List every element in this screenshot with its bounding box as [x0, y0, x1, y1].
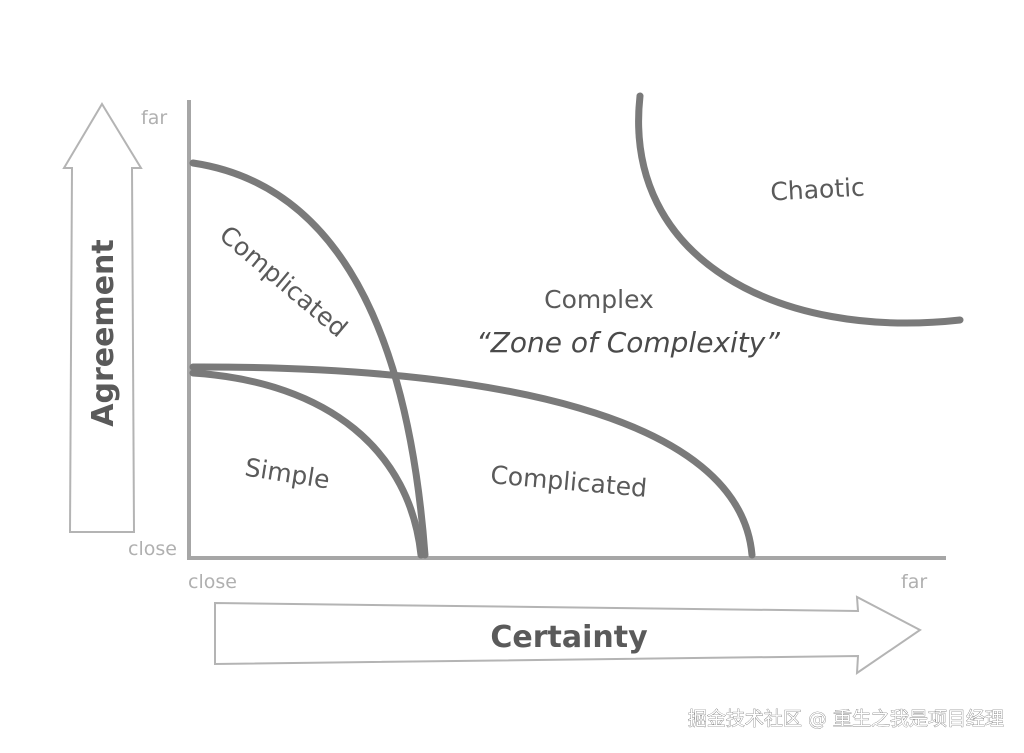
zone-label-complicated-lower: Complicated [489, 460, 648, 503]
certainty-axis-title: Certainty [490, 620, 648, 655]
y-axis-bottom-label: close [128, 538, 177, 560]
zone-label-chaotic: Chaotic [770, 173, 866, 207]
chaotic-boundary-curve [635, 92, 964, 327]
certainty-arrow [214, 595, 922, 675]
complicated-vertical-curve [189, 159, 429, 559]
zone-label-complex: Complex [544, 285, 654, 314]
simple-boundary-curve [189, 369, 425, 559]
zone-label-complicated-upper: Complicated [214, 220, 353, 343]
complicated-horizontal-curve [189, 363, 756, 559]
x-axis-left-label: close [188, 571, 237, 593]
agreement-arrow [62, 102, 143, 533]
zone-label-zone-of-complexity: “Zone of Complexity” [476, 326, 780, 359]
x-axis-right-label: far [901, 571, 927, 593]
y-axis-top-label: far [141, 107, 167, 129]
watermark-text: 掘金技术社区 @ 重生之我是项目经理 [688, 708, 1004, 730]
agreement-axis-title: Agreement [86, 239, 121, 427]
zone-label-simple: Simple [243, 453, 332, 495]
